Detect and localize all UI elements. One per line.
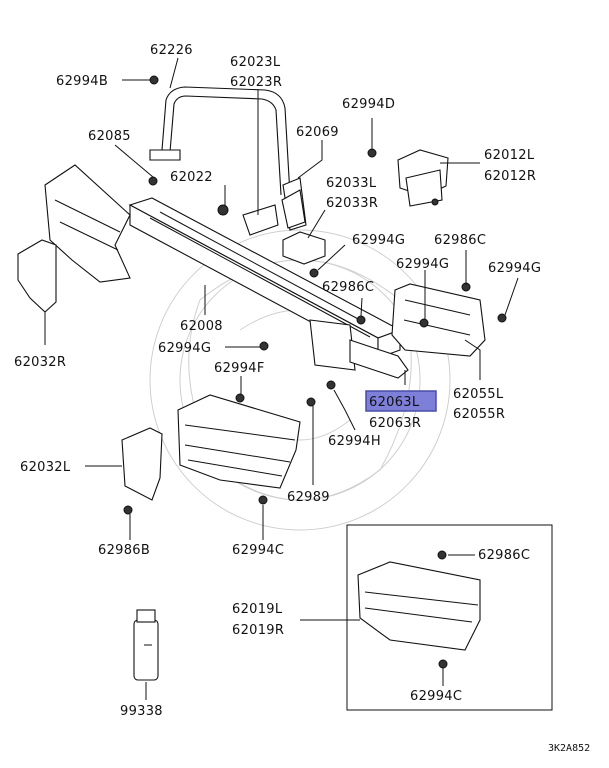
label-62994g-d: 62994G — [158, 341, 211, 356]
extension-part — [349, 339, 409, 379]
label-62986c-b: 62986C — [322, 280, 374, 295]
label-62986c-c: 62986C — [478, 548, 530, 563]
clamp-part — [281, 189, 306, 229]
label-62994c-a: 62994C — [232, 543, 284, 558]
label-62063l: 62063L — [369, 395, 420, 410]
label-62226: 62226 — [150, 43, 193, 58]
label-62994f: 62994F — [214, 361, 265, 376]
label-62986c-a: 62986C — [434, 233, 486, 248]
inset-bumper-part — [357, 561, 481, 651]
touch-up-tube-part — [133, 609, 159, 681]
label-62994c-b: 62994C — [410, 689, 462, 704]
label-62022: 62022 — [170, 170, 213, 185]
label-62023l: 62023L — [230, 55, 281, 70]
label-62032l: 62032L — [20, 460, 71, 475]
label-62012l: 62012L — [484, 148, 535, 163]
label-62033r: 62033R — [326, 196, 378, 211]
label-62994d: 62994D — [342, 97, 395, 112]
fastener-bolts — [123, 75, 507, 669]
label-62055l: 62055L — [453, 387, 504, 402]
upper-bracket-part — [397, 149, 449, 207]
bumper-reinforcement-part — [128, 197, 402, 371]
label-62055r: 62055R — [453, 407, 505, 422]
label-62994g-b: 62994G — [396, 257, 449, 272]
inset-box — [346, 524, 553, 711]
label-62033l: 62033L — [326, 176, 377, 191]
upper-bumper-cover-part — [44, 164, 131, 283]
label-62085: 62085 — [88, 129, 131, 144]
label-62023r: 62023R — [230, 75, 282, 90]
label-62008: 62008 — [180, 319, 223, 334]
label-62063r: 62063R — [369, 416, 421, 431]
leader-lines — [44, 57, 519, 700]
lower-bumper-cover-part — [177, 394, 301, 489]
label-62994h: 62994H — [328, 434, 381, 449]
end-cap-l-part — [121, 427, 163, 501]
label-62032r: 62032R — [14, 355, 66, 370]
label-62994b: 62994B — [56, 74, 108, 89]
footer-code: 3K2A852 — [548, 743, 590, 754]
block-part — [282, 231, 326, 265]
label-62069: 62069 — [296, 125, 339, 140]
label-62989: 62989 — [287, 490, 330, 505]
label-99338: 99338 — [120, 704, 163, 719]
label-62012r: 62012R — [484, 169, 536, 184]
part-labels: 62226 62994B 62023L 62023R 62994D 62085 … — [14, 43, 590, 754]
label-62019r: 62019R — [232, 623, 284, 638]
end-cap-r-part — [17, 239, 57, 313]
highlight-62063l — [365, 390, 437, 412]
label-62986b: 62986B — [98, 543, 150, 558]
side-bracket-part — [391, 283, 486, 357]
label-62994g-a: 62994G — [352, 233, 405, 248]
label-62994g-c: 62994G — [488, 261, 541, 276]
label-62019l: 62019L — [232, 602, 283, 617]
